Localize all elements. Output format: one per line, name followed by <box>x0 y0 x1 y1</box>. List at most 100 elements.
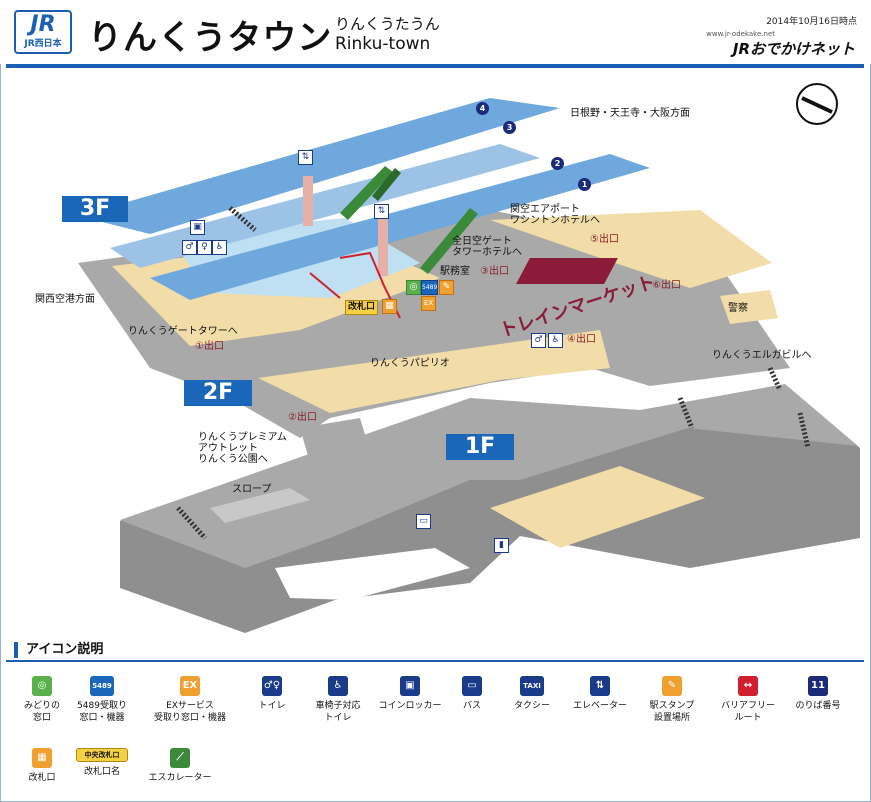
gate-name-tag: 改札口 <box>345 300 379 315</box>
legend-item-label: 5489受取り 窓口・機器 <box>77 701 127 723</box>
legend-item: ✎駅スタンプ 設置場所 <box>632 676 712 724</box>
direction-kansai-airport: 関西空港方面 <box>35 294 95 305</box>
5489-icon: 5489 <box>421 280 438 295</box>
floor-2f-pavilion <box>258 330 610 413</box>
barrier-free-route-icon: ↔ <box>738 676 758 696</box>
ex-service-icon: EX <box>180 676 200 696</box>
toilet-icon: ♂♀ <box>262 676 282 696</box>
bus-icon: ▭ <box>462 676 482 696</box>
escalator-2 <box>420 208 478 274</box>
floor-1f-cutout <box>275 548 470 600</box>
label-ana-gate: 全日空ゲート タワーホテルへ <box>452 236 522 258</box>
floor-2f-south-path <box>300 418 375 480</box>
station-name: りんくうタウン <box>88 18 333 58</box>
legend-item: ▭ バス <box>432 676 512 712</box>
taxi-icon: TAXI <box>520 676 544 696</box>
stairs-3 <box>767 366 783 392</box>
brand-logo[interactable]: JRおでかけネット <box>732 40 855 58</box>
station-romaji: Rinku-town <box>335 34 431 54</box>
floor-tag-2f: 2F <box>184 380 252 406</box>
platform-number-4: 4 <box>476 102 489 115</box>
toilet-icon: ♀ <box>197 240 212 255</box>
exit-3: ③出口 <box>480 266 509 277</box>
floor-tag-3f: 3F <box>62 196 128 222</box>
label-pavilion: りんくうパピリオ <box>370 358 450 369</box>
stairs-4 <box>797 412 811 449</box>
legend-item-label: トイレ <box>258 701 286 711</box>
legend-item-label: EXサービス 受取り窓口・機器 <box>153 701 226 723</box>
bus-icon: ▭ <box>416 514 431 529</box>
legend-item: ↔ バリアフリー ルート <box>708 676 788 724</box>
exit-4: ④出口 <box>567 334 596 345</box>
platform-3f-lower <box>150 154 650 300</box>
header-divider <box>6 64 864 68</box>
floor-2f-police <box>720 290 778 324</box>
legend-item: 5489 5489受取り 窓口・機器 <box>62 676 142 724</box>
wheelchair-toilet-icon: ♿ <box>212 240 227 255</box>
exit-6: ⑥出口 <box>652 280 681 291</box>
legend-item-label: コインロッカー <box>378 701 442 711</box>
taxi-icon: ▮ <box>494 538 509 553</box>
legend-item-label: 改札口名 <box>83 767 120 777</box>
logo-caption: JR西日本 <box>24 39 62 49</box>
legend-item: ♂♀ トイレ <box>232 676 312 712</box>
escalator-1 <box>340 166 393 220</box>
coin-locker-icon: ▣ <box>400 676 420 696</box>
stairs-2 <box>677 397 695 429</box>
exit-1: ①出口 <box>195 341 224 352</box>
exit-5: ⑤出口 <box>590 234 619 245</box>
floor-1f-shop <box>490 466 705 548</box>
site-url[interactable]: www.jr-odekake.net <box>706 30 775 38</box>
label-station-office: 駅務室 <box>440 266 470 277</box>
station-stamp-icon: ✎ <box>662 676 682 696</box>
legend-item: 中央改札口改札口名 <box>62 748 142 778</box>
direction-osaka: 日根野・天王寺・大阪方面 <box>570 108 690 119</box>
platform-number-2: 2 <box>551 157 564 170</box>
legend-item: ♿ 車椅子対応 トイレ <box>298 676 378 724</box>
legend-item-label: タクシー <box>513 701 550 711</box>
escalator-icon: ⟋ <box>170 748 190 768</box>
stairs-1 <box>228 206 257 232</box>
legend-item: ⟋ エスカレーター <box>140 748 220 784</box>
platform-number-1: 1 <box>578 178 591 191</box>
legend-divider <box>6 660 864 662</box>
map-drawing <box>78 83 860 633</box>
legend-item: ▣ コインロッカー <box>370 676 450 712</box>
legend-item-label: バリアフリー ルート <box>720 701 775 723</box>
label-slope: スロープ <box>232 484 272 495</box>
logo-mark: JR <box>30 12 56 37</box>
midori-window-icon: ◎ <box>406 280 421 295</box>
wheelchair-toilet-icon: ♿ <box>328 676 348 696</box>
legend-item-label: 車椅子対応 トイレ <box>315 701 361 723</box>
exit-2: ②出口 <box>288 412 317 423</box>
header: JR JR西日本 りんくうタウン りんくうたうん Rinku-town 2014… <box>0 0 871 64</box>
label-premium-outlet: りんくうプレミアム アウトレット りんくう公園へ <box>198 432 287 465</box>
elevator-icon: ⇅ <box>374 204 389 219</box>
legend-item: TAXI タクシー <box>492 676 572 712</box>
toilet-icon: ♂ <box>182 240 197 255</box>
gate-name-icon: 中央改札口 <box>76 748 128 762</box>
toilet-icon: ♂ <box>531 333 546 348</box>
legend-item: ⇅エレベーター <box>560 676 640 712</box>
ex-service-icon: EX <box>421 296 436 311</box>
platform-number-icon: 11 <box>808 676 828 696</box>
elevator-icon: ⇅ <box>590 676 610 696</box>
legend-item: EX EXサービス 受取り窓口・機器 <box>150 676 230 724</box>
as-of-date: 2014年10月16日時点 <box>766 17 857 27</box>
floor-2f-east-shops <box>490 210 772 288</box>
stairs-5 <box>176 506 207 540</box>
label-police: 警察 <box>728 303 748 314</box>
floor-tag-1f: 1F <box>446 434 514 460</box>
escalator-3 <box>372 168 401 201</box>
legend-item-label: エスカレーター <box>148 773 212 783</box>
5489-icon: 5489 <box>90 676 114 696</box>
legend-item-label: のりば番号 <box>795 701 841 711</box>
legend-item-label: バス <box>462 701 481 711</box>
label-gate-tower: りんくうゲートタワーへ <box>128 326 238 337</box>
midori-window-icon: ◎ <box>32 676 52 696</box>
label-elgabil: りんくうエルガビルへ <box>712 350 812 361</box>
elevator-icon: ⇅ <box>298 150 313 165</box>
wheelchair-toilet-icon: ♿ <box>548 333 563 348</box>
station-map: 3F 2F 1F 4 3 2 1 ⇅ ⇅ ▣ ♂ ♀ ♿ ♂ ♿ ▭ ▮ ◎ 5… <box>0 68 871 634</box>
station-stamp-icon: ✎ <box>439 280 454 295</box>
